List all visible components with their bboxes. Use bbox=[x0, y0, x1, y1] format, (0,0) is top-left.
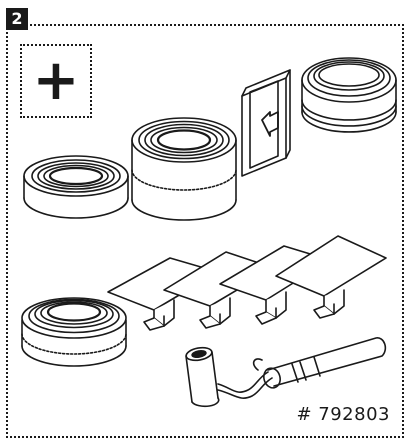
pressure-roller-icon bbox=[185, 337, 387, 408]
step-number-badge: 2 bbox=[6, 8, 28, 30]
corner-piece-icon bbox=[107, 235, 387, 331]
wide-tape-roll-icon bbox=[131, 117, 237, 221]
sealant-tin-icon bbox=[301, 57, 397, 133]
plus-icon: + bbox=[32, 48, 80, 113]
edge-tape-roll-icon bbox=[21, 297, 127, 367]
add-symbol-box: + bbox=[20, 44, 92, 118]
tape-roll-icon bbox=[23, 155, 129, 219]
part-number-label: # 792803 bbox=[296, 404, 390, 425]
cutter-icon bbox=[241, 69, 291, 177]
step-frame bbox=[6, 24, 404, 438]
